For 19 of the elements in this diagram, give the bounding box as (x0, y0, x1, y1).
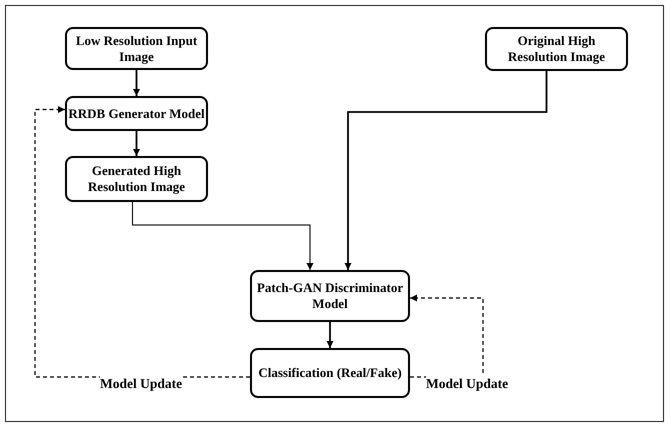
box-label: Low Resolution Input Image (74, 32, 198, 64)
process-box (65, 27, 208, 70)
arrow (132, 202, 314, 270)
box-label: Generated High Resolution Image (86, 163, 186, 195)
arrow (344, 71, 548, 270)
arrow (133, 70, 140, 96)
process-box (250, 348, 410, 398)
process-box (485, 27, 628, 71)
box-label: Original High Resolution Image (506, 33, 606, 65)
arrow (326, 322, 334, 348)
box-label: RRDB Generator Model (68, 106, 205, 122)
process-box (65, 156, 208, 202)
arrow (133, 131, 140, 156)
box-label: Patch-GAN Discriminator Model (256, 280, 404, 312)
edge-label: Model Update (100, 376, 182, 392)
process-box (65, 96, 208, 131)
box-label: Classification (Real/Fake) (258, 365, 402, 381)
edge-label: Model Update (426, 376, 508, 392)
process-box (250, 270, 410, 322)
